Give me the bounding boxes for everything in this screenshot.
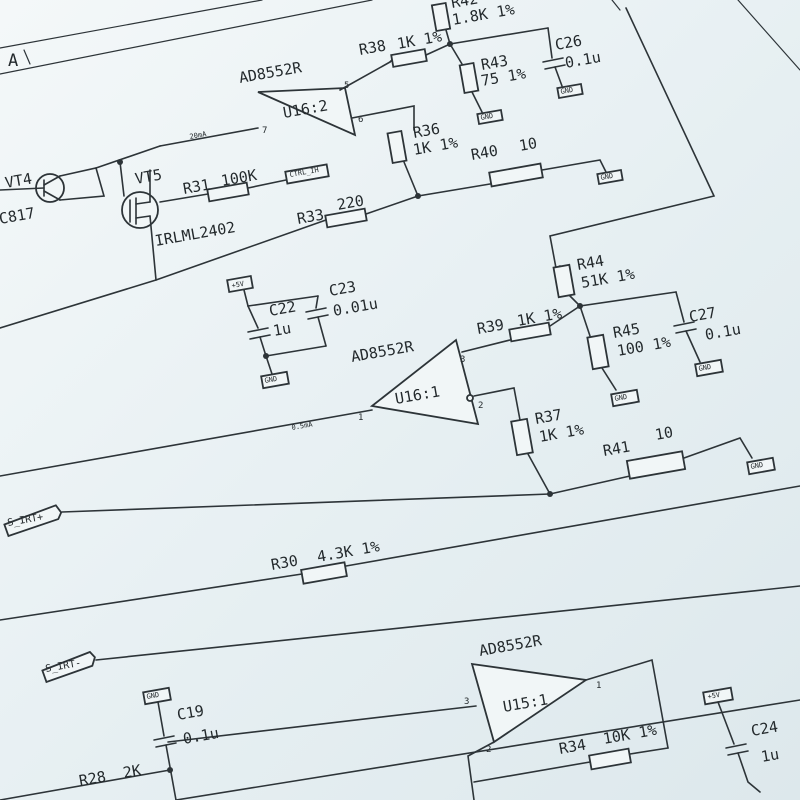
net-s-irt-minus-group: S_IRT- [41,585,800,684]
r45-ref: R45 [612,320,642,342]
op-amp-u16-1: AD8552R U16:1 3 1 2 0.5mA [0,337,521,477]
r43-ref: R43 [480,52,510,74]
capacitor-c26: GND C26 0.1u [542,27,603,100]
resistor-r30: R30 4.3K 1% [0,485,800,621]
op-amp-u16-2: AD8552R U16:2 5 7 6 20mA [159,58,415,147]
r38-value: 1K 1% [396,27,444,53]
c23-ref: C23 [328,278,358,300]
wire-left-mid [0,279,157,329]
r41-gnd-tag: GND [750,461,764,471]
c27-gnd-tag: GND [698,363,712,373]
r30-ref: R30 [270,552,300,574]
c22-vcc-tag: +5V [231,280,246,290]
r31-ref: R31 [182,176,212,198]
r28-value: 2K [122,761,143,782]
resistor-r45: GND R45 100 1% [579,305,672,408]
c22-ref: C22 [268,298,298,320]
zone-label: A [8,51,18,71]
net-20ma: 20mA [189,130,208,141]
r40-value: 10 [518,134,539,155]
r38-ref: R38 [358,37,388,59]
r44-ref: R44 [576,252,606,274]
r40-ref: R40 [470,142,500,164]
r37-ref: R37 [534,406,564,428]
r33-ref: R33 [296,206,326,228]
net-s-irt-plus-group: S_IRT+ [3,493,551,538]
op-amp-u16-1-pin-3: 3 [460,355,465,365]
c19-ref: C19 [176,702,206,724]
c26-gnd-tag: GND [560,86,574,96]
resistor-r28: R28 2K [0,699,800,800]
net-05ma: 0.5mA [291,420,314,432]
r39-value: 1K 1% [516,304,564,330]
op-amp-u16-2-part: AD8552R [238,58,304,87]
resistor-r41: GND R41 10 [549,423,776,495]
vt4-ref: VT4 [4,170,34,192]
r34-ref: R34 [558,736,588,758]
capacitor-c19: GND C19 0.1u [142,686,221,800]
r31-value: 100K [220,166,259,190]
r41-ref: R41 [602,438,632,460]
feedback-rail-top [549,7,716,269]
vt4-part: C817 [0,204,36,228]
op-amp-u16-2-pin-6: 6 [358,115,363,125]
vt5-ref: VT5 [134,166,164,188]
resistor-r40: GND R40 10 [470,134,624,188]
r28-ref: R28 [78,768,108,790]
capacitor-c22: +5V GND C22 1u [226,274,327,390]
resistor-r36: R36 1K 1% [386,120,491,199]
resistor-r44: R44 51K 1% [552,252,636,309]
c24-vcc-tag: +5V [707,691,722,701]
c24-value: 1u [760,745,781,766]
op-amp-u15-1-symbol [470,662,589,744]
resistor-r43: GND R43 75 1% [449,43,527,126]
c19-value: 0.1u [182,724,221,748]
sheet-frame: A [0,0,800,75]
resistor-r31: CTRL_IH R31 100K [159,163,330,203]
op-amp-u15-1-part: AD8552R [478,631,544,660]
op-amp-u16-1-pin-2: 2 [478,401,483,411]
op-amp-u15-1-pin-1: 1 [596,681,601,691]
resistor-r42: R42 1.8K 1% [430,0,516,45]
resistor-r33: R33 220 [155,192,419,281]
capacitor-c23: C23 0.01u [305,278,379,347]
c22-gnd-tag: GND [264,375,278,385]
c27-ref: C27 [688,304,718,326]
c26-value: 0.1u [564,48,603,72]
r43-gnd-tag: GND [480,112,494,122]
vt5-part: IRLML2402 [154,218,237,250]
r41-value: 10 [654,423,675,444]
r42-ref: R42 [450,0,480,12]
resistor-r34: R34 10K 1% [473,721,669,783]
op-amp-u16-2-pin-7: 7 [262,126,267,136]
op-amp-u15-1-pin-3: 3 [464,697,469,707]
r39-ref: R39 [476,316,506,338]
op-amp-u15-1: AD8552R U15:1 3 1 2 [167,631,669,800]
resistor-r37: R37 1K 1% [510,406,585,497]
op-amp-u16-1-pin-1: 1 [358,413,363,423]
transistor-vt5: VT5 IRLML2402 [95,145,237,281]
r40-gnd-tag: GND [600,172,614,182]
op-amp-u16-2-symbol [257,87,357,137]
op-amp-u16-1-symbol [369,338,480,426]
capacitor-c24: +5V C24 1u [702,686,781,793]
c19-gnd-tag: GND [146,691,160,701]
c22-value: 1u [272,319,293,340]
r36-ref: R36 [412,120,442,142]
op-amp-u16-1-part: AD8552R [350,337,416,366]
c27-value: 0.1u [704,320,743,344]
c24-ref: C24 [750,718,780,740]
r45-gnd-tag: GND [614,393,628,403]
r33-value: 220 [336,192,366,214]
capacitor-c27: GND C27 0.1u [673,291,743,378]
c26-ref: C26 [554,32,584,54]
transistor-vt4: VT4 C817 [0,167,106,228]
